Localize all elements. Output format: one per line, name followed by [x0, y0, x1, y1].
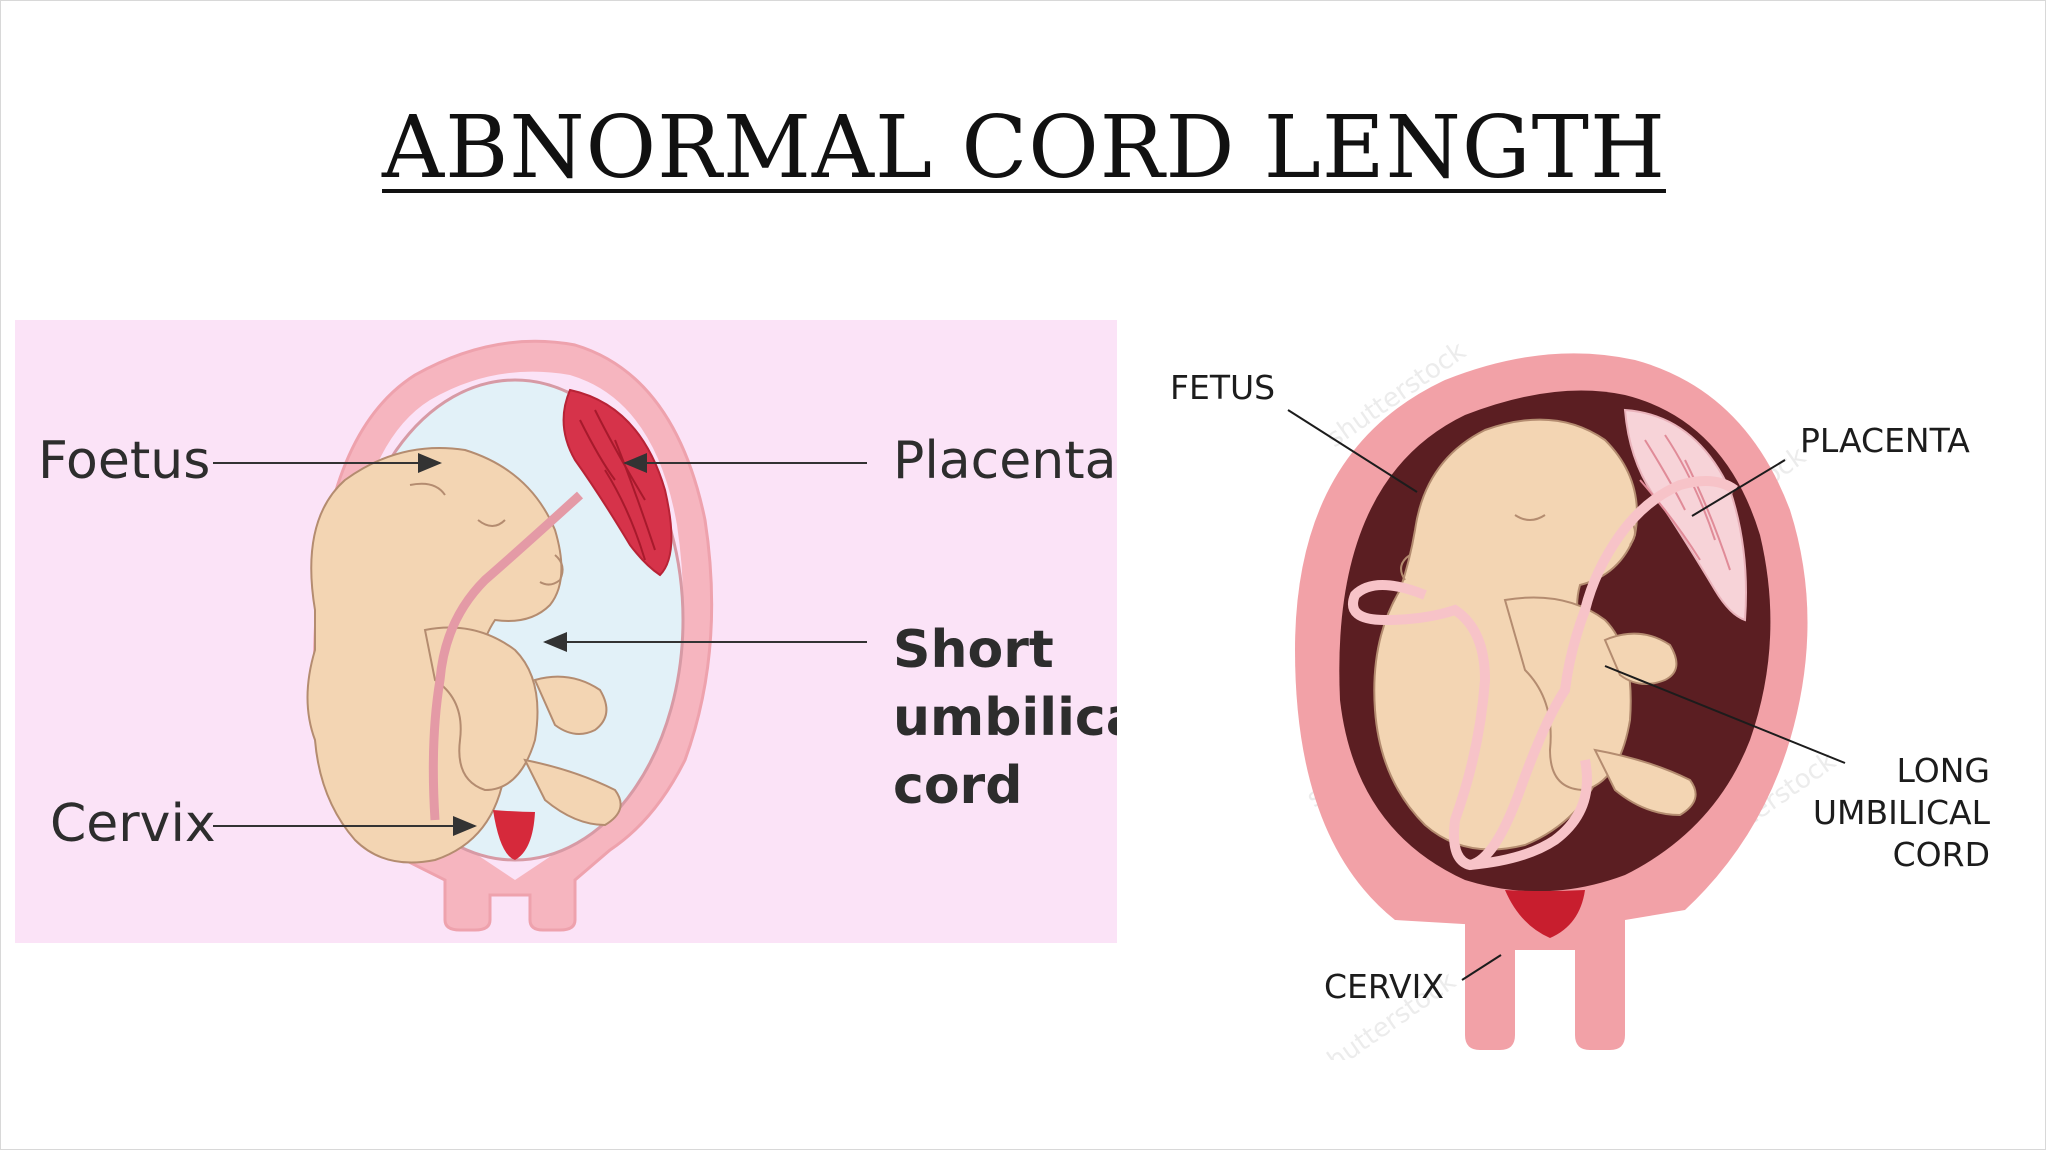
placenta [562, 388, 673, 577]
cervix-canal [1465, 900, 1625, 1050]
label-short-cord-line-1: Short [893, 620, 1054, 680]
label-long-cord-line-3: CORD [1892, 835, 1990, 874]
long-cord-diagram: shutterstock shutterstock shutterstock s… [1125, 320, 2048, 1060]
label-cervix: Cervix [50, 794, 216, 854]
cervix-plug [1505, 890, 1585, 938]
long-cord-pointer [1604, 665, 1846, 764]
label-foetus: Foetus [38, 431, 211, 491]
label-long-cord-line-2: UMBILICAL [1812, 793, 1990, 832]
label-short-cord-line-2: umbilical [893, 688, 1117, 748]
fetus-pointer [1287, 409, 1418, 493]
label-placenta: Placenta [893, 431, 1117, 491]
label-fetus: FETUS [1170, 368, 1276, 407]
label-short-cord-line-3: cord [893, 756, 1023, 816]
slide-title-text: ABNORMAL CORD LENGTH [382, 98, 1666, 198]
label-cervix: CERVIX [1324, 967, 1444, 1006]
short-cord-illustration [213, 339, 867, 932]
fetus [306, 447, 622, 864]
short-cord-diagram: Foetus Placenta Short umbilical cord Cer… [15, 320, 1117, 943]
label-long-cord-line-1: LONG [1896, 751, 1990, 790]
placenta-pointer [1691, 459, 1786, 517]
cervix-plug [493, 810, 535, 860]
long-cord-illustration [1287, 353, 1846, 1050]
short-umbilical-cord [428, 491, 584, 821]
slide-title: ABNORMAL CORD LENGTH [0, 105, 2048, 191]
label-placenta: PLACENTA [1800, 421, 1970, 460]
cervix-pointer [1461, 954, 1502, 981]
